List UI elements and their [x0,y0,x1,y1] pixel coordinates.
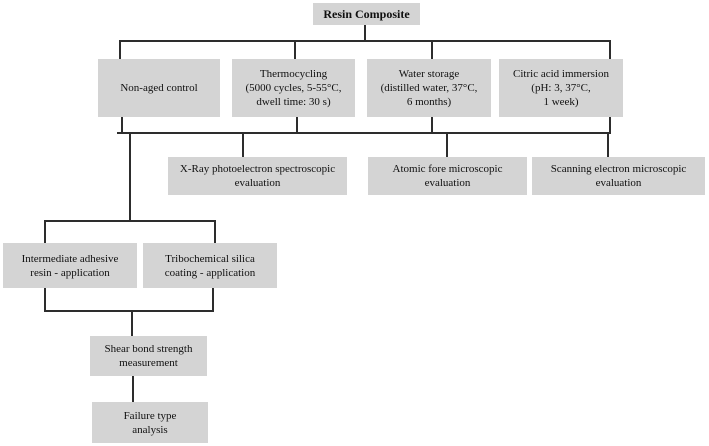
connector-tribochemical-to-bus4 [212,288,214,312]
node-citric-acid-immersion: Citric acid immersion (pH: 3, 37°C, 1 we… [499,59,623,117]
connector-bus-bottom [44,310,214,312]
connector-bus4-to-shear-bond [131,310,133,336]
node-sem-evaluation-label: Scanning electron microscopic [550,163,687,175]
connector-water-storage-to-bus2 [431,117,433,134]
connector-bus2-to-afm [446,132,448,157]
node-water-storage-detail: (distilled water, 37°C, [380,82,478,94]
node-intermediate-adhesive-label: Intermediate adhesive [21,252,119,265]
connector-intermediate-adhesive-to-bus4 [44,288,46,312]
node-afm-evaluation-label: evaluation [424,177,471,189]
node-afm-evaluation-label: Atomic fore microscopic [392,163,503,175]
node-shear-bond-label: measurement [119,357,178,369]
connector-citric-acid-to-bus2 [609,117,611,134]
connector-bus2-to-xps [242,132,244,157]
node-failure-type-label: analysis [132,423,168,436]
node-thermocycling-detail: dwell time: 30 s) [256,96,331,108]
node-resin-composite-label: Resin Composite [323,7,410,21]
node-sem-evaluation: Scanning electron microscopic evaluation [532,157,705,195]
connector-resin-to-bus [364,25,366,41]
connector-bus-top [119,40,611,42]
node-intermediate-adhesive-label: resin - application [30,266,110,279]
connector-bus-to-thermocycling [294,40,296,59]
node-sem-evaluation-label: evaluation [595,177,642,189]
node-intermediate-adhesive-resin: Intermediate adhesive resin - applicatio… [3,243,137,288]
connector-bus2-to-lower-tree [129,132,131,222]
node-tribochemical-label: coating - application [164,266,256,279]
node-citric-acid-label: Citric acid immersion [513,68,609,80]
node-thermocycling-detail: (5000 cycles, 5-55°C, [245,82,342,94]
connector-bus3-to-intermediate-adhesive [44,220,46,243]
node-non-aged-control-label: Non-aged control [120,82,198,94]
node-water-storage: Water storage (distilled water, 37°C, 6 … [367,59,491,117]
node-citric-acid-detail: 1 week) [543,96,579,108]
node-thermocycling: Thermocycling (5000 cycles, 5-55°C, dwel… [232,59,355,117]
connector-bus-to-water-storage [431,40,433,59]
node-citric-acid-detail: (pH: 3, 37°C, [531,82,591,94]
node-tribochemical-label: Tribochemical silica [165,252,255,265]
node-afm-evaluation: Atomic fore microscopic evaluation [368,157,527,195]
node-failure-type-label: Failure type [123,409,177,422]
node-resin-composite: Resin Composite [313,3,420,25]
node-non-aged-control: Non-aged control [98,59,220,117]
connector-bus-middle [117,132,611,134]
node-water-storage-label: Water storage [398,68,460,80]
connector-non-aged-to-bus2 [121,117,123,134]
node-xps-evaluation-label: evaluation [234,177,281,189]
connector-bus2-to-sem [607,132,609,157]
node-water-storage-detail: 6 months) [406,96,452,108]
node-thermocycling-label: Thermocycling [259,68,328,80]
node-tribochemical-silica-coating: Tribochemical silica coating - applicati… [143,243,277,288]
connector-bus3-to-tribochemical [214,220,216,243]
connector-bus-lower [44,220,216,222]
connector-shear-bond-to-failure-type [132,376,134,402]
connector-thermocycling-to-bus2 [296,117,298,134]
node-xps-evaluation: X-Ray photoelectron spectroscopic evalua… [168,157,347,195]
node-shear-bond-label: Shear bond strength [104,343,193,355]
node-xps-evaluation-label: X-Ray photoelectron spectroscopic [179,163,336,175]
node-failure-type-analysis: Failure type analysis [92,402,208,443]
connector-bus-to-non-aged [119,40,121,59]
connector-bus-to-citric-acid [609,40,611,59]
node-shear-bond-strength: Shear bond strength measurement [90,336,207,376]
